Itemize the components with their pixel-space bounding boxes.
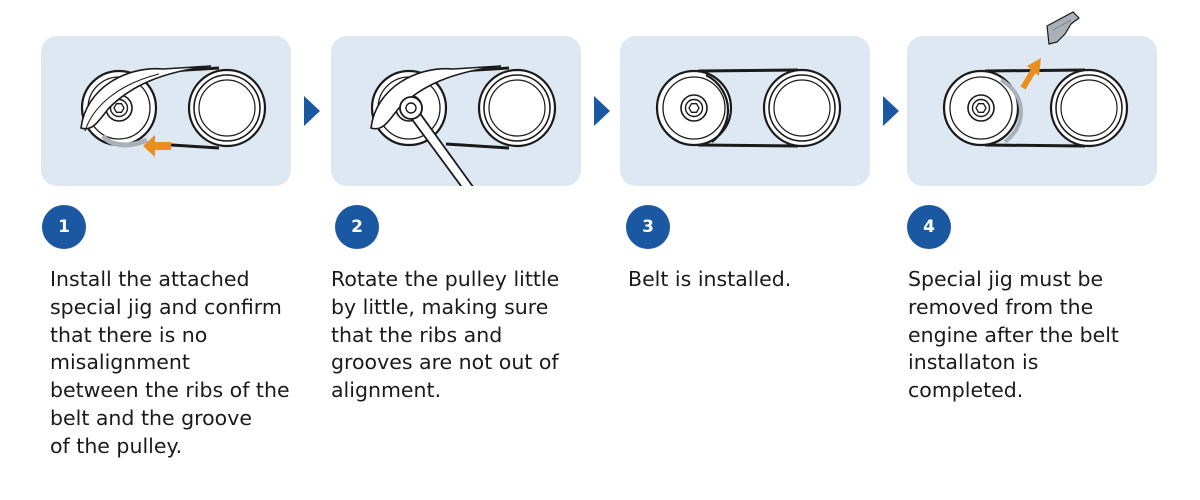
- step-2-illustration-panel: [331, 36, 581, 186]
- caption-line: engine after the belt: [908, 322, 1119, 347]
- pulley-rotate-icon: [370, 65, 557, 186]
- step-4-caption: Special jig must be removed from the eng…: [908, 266, 1119, 405]
- caption-line: misalignment: [50, 350, 190, 375]
- caption-line: completed.: [908, 378, 1024, 403]
- caption-line: alignment.: [331, 378, 442, 403]
- step-4-illustration-panel: [907, 11, 1157, 186]
- next-step-arrow-icon: [883, 96, 899, 126]
- caption-line: of the pulley.: [50, 433, 183, 458]
- next-step-arrow-icon: [304, 96, 320, 126]
- jig-removal-icon: [942, 11, 1129, 148]
- step-1-illustration-panel: [41, 36, 291, 186]
- step-3-illustration-panel: [620, 36, 870, 186]
- step-3-caption: Belt is installed.: [628, 266, 791, 294]
- step-number-badge: 3: [626, 205, 670, 249]
- next-step-arrow-icon: [594, 96, 610, 126]
- caption-line: by little, making sure: [331, 294, 549, 319]
- step-1-caption: Install the attached special jig and con…: [50, 266, 290, 461]
- caption-line: Install the attached: [50, 267, 250, 291]
- caption-line: Belt is installed.: [628, 267, 792, 291]
- step-number-badge: 4: [907, 205, 951, 249]
- caption-line: that the ribs and: [331, 322, 503, 347]
- step-2-caption: Rotate the pulley little by little, maki…: [331, 266, 559, 405]
- jig-install-icon: [80, 65, 267, 157]
- caption-line: that there is no: [50, 322, 208, 347]
- belt-installed-icon: [655, 68, 842, 148]
- caption-line: installaton is: [908, 350, 1039, 375]
- caption-line: Special jig must be: [908, 267, 1104, 291]
- caption-line: special jig and confirm: [50, 294, 282, 319]
- step-number-badge: 2: [335, 205, 379, 249]
- caption-line: removed from the: [908, 294, 1094, 319]
- caption-line: grooves are not out of: [331, 350, 559, 375]
- caption-line: Rotate the pulley little: [331, 267, 560, 291]
- step-number-badge: 1: [42, 205, 86, 249]
- caption-line: belt and the groove: [50, 405, 252, 430]
- caption-line: between the ribs of the: [50, 378, 290, 403]
